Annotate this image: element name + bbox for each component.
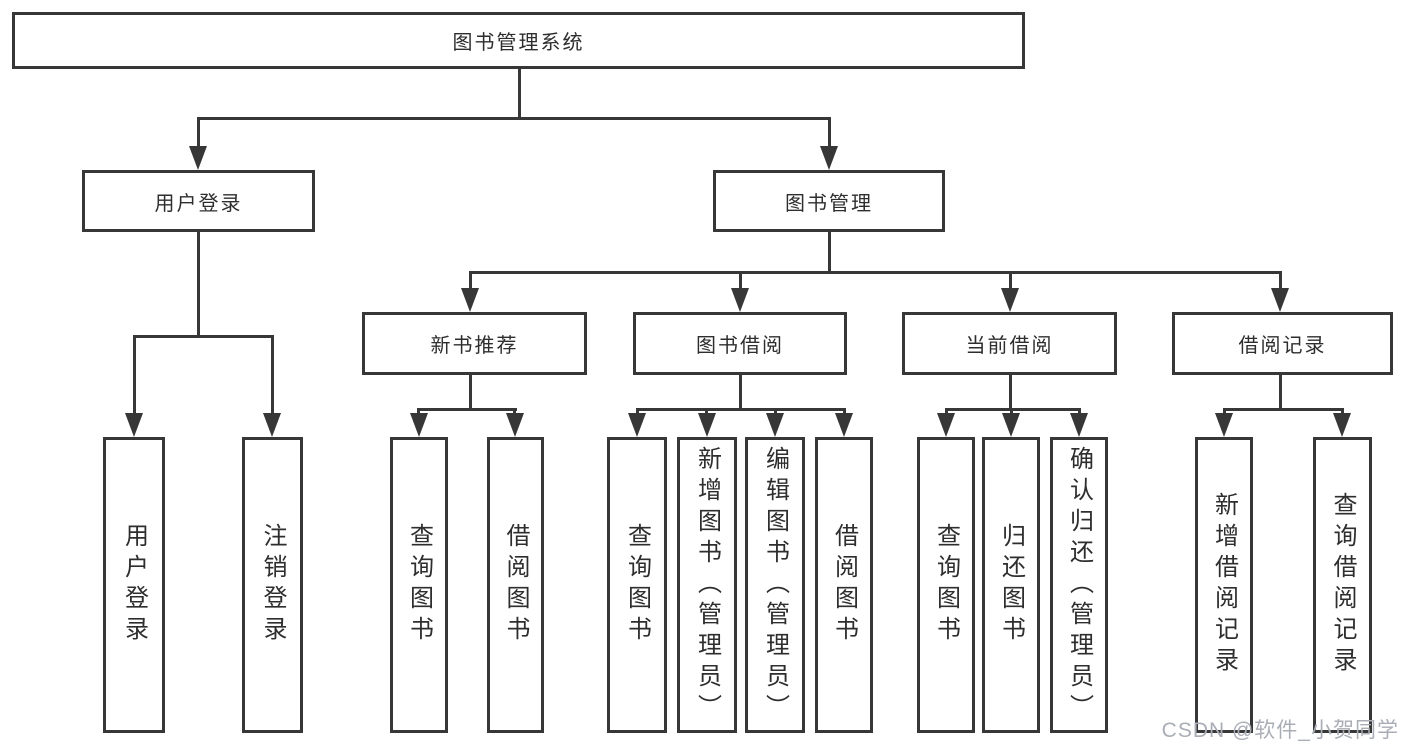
leaf-add-borrow-record: 新增借阅记录: [1195, 437, 1253, 733]
leaf-query-borrow-record: 查询借阅记录: [1313, 437, 1372, 733]
connector-line: [133, 335, 136, 417]
connector-line: [1078, 408, 1081, 417]
arrow-down-icon: [1002, 413, 1020, 437]
arrow-down-icon: [731, 288, 749, 312]
connector-line: [828, 117, 831, 150]
connector-line: [1223, 408, 1226, 417]
node-borrowing-records: 借阅记录: [1172, 312, 1393, 375]
node-new-book-recommendation: 新书推荐: [362, 312, 587, 375]
arrow-down-icon: [1271, 288, 1289, 312]
connector-line: [197, 229, 200, 338]
leaf-query-books-borrowing: 查询图书: [607, 437, 667, 733]
arrow-down-icon: [1070, 413, 1088, 437]
leaf-confirm-return-admin: 确认归还（管理员）: [1050, 437, 1108, 733]
connector-line: [636, 408, 845, 411]
leaf-return-books: 归还图书: [982, 437, 1040, 733]
connector-line: [469, 271, 1282, 274]
leaf-user-login: 用户登录: [103, 437, 165, 733]
connector-line: [636, 408, 639, 417]
connector-line: [843, 408, 846, 417]
connector-line: [1279, 271, 1282, 292]
connector-line: [469, 271, 472, 292]
node-user-login: 用户登录: [82, 170, 315, 232]
leaf-query-books-recommend: 查询图书: [390, 437, 448, 733]
connector-line: [133, 335, 274, 338]
connector-line: [197, 117, 831, 120]
connector-line: [417, 408, 420, 417]
connector-line: [739, 271, 742, 292]
arrow-down-icon: [125, 413, 143, 437]
connector-line: [1341, 408, 1344, 417]
leaf-add-book-admin: 新增图书（管理员）: [677, 437, 737, 733]
connector-line: [271, 335, 274, 417]
arrow-down-icon: [263, 413, 281, 437]
connector-line: [1010, 408, 1013, 417]
node-book-borrowing: 图书借阅: [633, 312, 847, 375]
connector-line: [774, 408, 777, 417]
arrow-down-icon: [189, 146, 207, 170]
leaf-borrow-books-borrowing: 借阅图书: [815, 437, 873, 733]
connector-line: [518, 66, 521, 120]
connector-line: [1009, 372, 1012, 411]
watermark: CSDN @软件_小贺同学: [1161, 719, 1399, 742]
arrow-down-icon: [1333, 413, 1351, 437]
node-library-system: 图书管理系统: [12, 12, 1025, 69]
arrow-down-icon: [937, 413, 955, 437]
arrow-down-icon: [628, 413, 646, 437]
connector-line: [739, 372, 742, 411]
connector-line: [1009, 271, 1012, 292]
connector-line: [945, 408, 948, 417]
connector-line: [828, 229, 831, 274]
leaf-logout: 注销登录: [242, 437, 303, 733]
arrow-down-icon: [1215, 413, 1233, 437]
node-current-borrowing: 当前借阅: [902, 312, 1117, 375]
connector-line: [1223, 408, 1343, 411]
leaf-borrow-books-recommend: 借阅图书: [487, 437, 544, 733]
connector-line: [1279, 372, 1282, 411]
connector-line: [469, 372, 472, 411]
connector-line: [513, 408, 516, 417]
arrow-down-icon: [835, 413, 853, 437]
arrow-down-icon: [820, 146, 838, 170]
connector-line: [418, 408, 517, 411]
arrow-down-icon: [698, 413, 716, 437]
arrow-down-icon: [461, 288, 479, 312]
arrow-down-icon: [506, 413, 524, 437]
connector-line: [197, 117, 200, 150]
leaf-edit-book-admin: 编辑图书（管理员）: [745, 437, 805, 733]
arrow-down-icon: [410, 413, 428, 437]
connector-line: [705, 408, 708, 417]
arrow-down-icon: [766, 413, 784, 437]
node-book-management: 图书管理: [713, 170, 945, 232]
leaf-query-books-current: 查询图书: [917, 437, 975, 733]
arrow-down-icon: [1001, 288, 1019, 312]
